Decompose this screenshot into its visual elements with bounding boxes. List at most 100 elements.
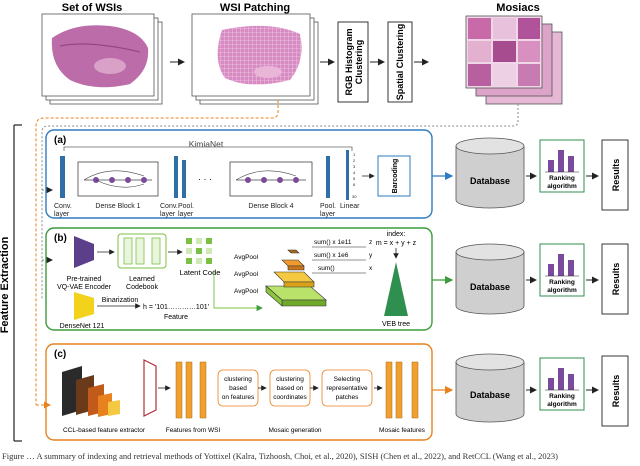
mosaic-features-label: Mosaic features <box>379 427 426 434</box>
set-of-wsis-title: Set of WSIs <box>62 2 123 14</box>
database-a-label: Database <box>470 176 510 186</box>
veb-tree-shape <box>384 262 408 316</box>
svg-text:Ranking: Ranking <box>549 279 575 286</box>
conv-layer2-label-2: layer <box>160 211 176 218</box>
svg-text:2: 2 <box>353 158 356 163</box>
sum-plain-label: sum() <box>318 265 335 272</box>
sum-1e6-label: sum() x 1e6 <box>314 252 349 259</box>
svg-text:Ranking: Ranking <box>549 393 575 400</box>
ccl-extractor-label: CCL-based feature extractor <box>63 427 146 434</box>
barcoding-box <box>377 155 411 197</box>
linear-bar <box>346 150 349 200</box>
rgb-clustering-label: Clustering <box>354 40 364 85</box>
axis-x-label: x <box>369 265 373 272</box>
pool-layer-2-bar <box>326 156 330 198</box>
mosaic-stack <box>465 15 563 105</box>
learned-codebook <box>117 233 167 269</box>
linear-ticks: 1 2 3 4 5 6 30 <box>352 152 357 199</box>
conv-layer-bar <box>60 156 65 198</box>
veb-tree-label: VEB tree <box>382 321 410 328</box>
wsi-patching-title: WSI Patching <box>220 2 290 14</box>
ccl-output-layer <box>143 359 157 417</box>
densenet-shape <box>74 292 94 320</box>
dense-block-4-label: Dense Block 4 <box>248 203 293 210</box>
results-c-label: Results <box>611 375 621 408</box>
svg-text:algorithm: algorithm <box>547 401 577 408</box>
svg-text:3: 3 <box>353 164 356 169</box>
database-a: Database <box>455 137 525 209</box>
ranking-a: Ranking algorithm <box>539 139 585 193</box>
learned-codebook-label-2: Codebook <box>126 284 158 291</box>
dense-block-4 <box>229 161 313 197</box>
spatial-clustering-label: Spatial Clustering <box>395 24 405 101</box>
ranking-c: Ranking algorithm <box>539 357 585 411</box>
vqvae-label-1: Pre-trained <box>67 276 102 283</box>
pool-layer-bar <box>182 160 186 198</box>
conv-layer-label-1: Conv. <box>54 203 72 210</box>
features-from-wsi-bars <box>175 361 207 419</box>
panel-c-tag: (c) <box>54 349 66 360</box>
svg-text:algorithm: algorithm <box>547 183 577 190</box>
svg-text:patches: patches <box>336 394 360 401</box>
latent-code-grid <box>186 238 212 264</box>
barcoding-label: Barcoding <box>392 159 399 194</box>
svg-text:on features: on features <box>222 394 255 401</box>
tissue-image <box>51 25 149 88</box>
database-c: Database <box>455 353 525 423</box>
axis-z-label: z <box>369 239 372 246</box>
panel-a-tag: (a) <box>54 135 66 146</box>
vqvae-label-2: VQ-VAE Encoder <box>57 284 112 291</box>
pool-layer-label-2: layer <box>178 211 194 218</box>
database-c-label: Database <box>470 390 510 400</box>
results-box-b <box>601 243 629 315</box>
svg-text:4: 4 <box>353 170 356 175</box>
svg-text:30: 30 <box>352 194 357 199</box>
svg-text:clustering: clustering <box>224 376 252 383</box>
svg-text:algorithm: algorithm <box>547 287 577 294</box>
panel-a-ellipsis: · · · <box>198 174 212 184</box>
ranking-b: Ranking algorithm <box>539 243 585 297</box>
mosaics-title: Mosiacs <box>496 2 539 14</box>
panel-b-tag: (b) <box>54 233 67 244</box>
binarization-label: Binarization <box>102 297 139 304</box>
wsi-stack <box>41 13 163 105</box>
svg-text:clustering: clustering <box>276 376 304 383</box>
svg-text:Selecting: Selecting <box>334 376 361 383</box>
svg-text:based: based <box>229 385 247 392</box>
sum-1e11-label: sum() x 1e11 <box>314 239 352 246</box>
mosaic-dashed-flow <box>41 104 519 300</box>
svg-text:1: 1 <box>353 152 356 157</box>
svg-text:Ranking: Ranking <box>549 175 575 182</box>
conv-layer-2-bar <box>174 156 178 198</box>
pool-layer2-label-2: layer <box>320 211 336 218</box>
spatial-clustering-box: Spatial Clustering <box>387 21 413 103</box>
svg-text:6: 6 <box>353 182 356 187</box>
selecting-patches-box <box>321 369 373 407</box>
kimianet-label: KimiaNet <box>189 139 224 149</box>
conv-layer-label-2: layer <box>54 211 70 218</box>
figure-caption: Figure … A summary of indexing and retri… <box>2 451 558 461</box>
axis-y-label: y <box>369 252 373 259</box>
ccl-extractor-stack <box>62 366 120 417</box>
patched-wsi-stack <box>191 13 319 105</box>
mosaic-generation-label: Mosaic generation <box>268 427 321 434</box>
panel-b-frame <box>45 227 433 331</box>
vqvae-encoder-shape <box>74 236 94 268</box>
avgpool-label-2: AvgPool <box>234 271 259 278</box>
panel-c-frame <box>45 343 433 441</box>
index-label: index: <box>387 231 406 238</box>
feature-extraction-label: Feature Extraction <box>0 236 11 333</box>
results-b-label: Results <box>611 263 621 296</box>
latent-code-label: Latent Code <box>180 268 221 277</box>
svg-text:representative: representative <box>326 385 368 392</box>
rgb-histogram-clustering-box: RGB Histogram Clustering <box>337 21 369 103</box>
dense-block-1-label: Dense Block 1 <box>95 203 140 210</box>
index-formula-label: m = x + y + z <box>376 240 417 247</box>
pyramid <box>265 249 327 307</box>
orange-dashed-flow <box>35 100 279 405</box>
results-a-label: Results <box>611 159 621 192</box>
dense-block-1 <box>77 161 159 197</box>
densenet-label: DenseNet 121 <box>60 323 105 330</box>
feature-label: Feature <box>164 314 188 321</box>
